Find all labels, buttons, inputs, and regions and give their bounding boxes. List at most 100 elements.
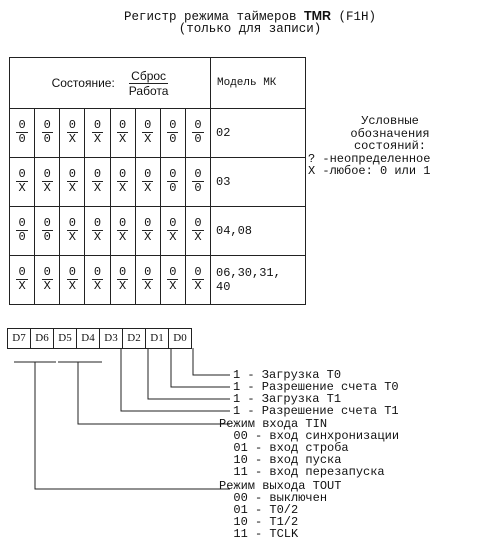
model-header: Модель МК xyxy=(210,57,306,109)
work-value: X xyxy=(194,279,202,293)
reset-work-fraction: Сброс Работа xyxy=(128,69,169,98)
desc-tin-01: 01 - вход строба xyxy=(219,441,349,455)
reset-value: 0 xyxy=(167,118,179,133)
model-cell: 02 xyxy=(210,108,306,158)
work-value: X xyxy=(118,230,127,244)
work-value: X xyxy=(118,279,127,293)
work-value: X xyxy=(144,230,152,244)
reset-value: 0 xyxy=(41,216,53,231)
desc-tout-10: 10 - T1/2 xyxy=(219,515,299,529)
work-label: Работа xyxy=(128,83,169,98)
legend-any: X -любое: 0 или 1 xyxy=(308,164,431,178)
reset-value: 0 xyxy=(192,265,204,280)
reset-value: 0 xyxy=(16,216,28,231)
work-value: 0 xyxy=(194,132,202,146)
reset-value: 0 xyxy=(41,118,53,133)
connector-tout xyxy=(34,362,230,490)
desc-tin-11: 11 - вход перезапуска xyxy=(219,465,385,479)
reset-value: 0 xyxy=(142,216,154,231)
legend-undefined: ? -неопределенное xyxy=(308,151,431,166)
work-value: X xyxy=(169,230,177,244)
reset-value: 0 xyxy=(116,167,129,182)
work-value: X xyxy=(118,181,127,195)
work-value: X xyxy=(169,279,177,293)
work-value: 0 xyxy=(194,181,202,195)
desc-tout-01: 01 - T0/2 xyxy=(219,503,299,517)
reset-value: 0 xyxy=(192,167,204,182)
desc-d2: 1 - Загрузка T1 xyxy=(233,392,342,406)
model-line: 40 xyxy=(216,280,231,294)
connector-d2 xyxy=(147,348,230,400)
reset-value: 0 xyxy=(91,118,104,133)
table-header-row: Состояние: Сброс Работа Модель МК xyxy=(9,57,306,109)
work-value: 0 xyxy=(43,132,51,146)
reset-value: 0 xyxy=(16,265,28,280)
legend-line: состояний: xyxy=(353,139,426,153)
reset-value: 0 xyxy=(192,216,204,231)
work-value: 0 xyxy=(43,230,51,244)
state-header: Состояние: Сброс Работа xyxy=(9,57,211,109)
desc-tin-00: 00 - вход синхронизации xyxy=(219,429,400,443)
title-address: (F1H) xyxy=(331,10,377,24)
desc-d1: 1 - Разрешение счета T0 xyxy=(233,380,399,394)
work-value: X xyxy=(144,132,152,146)
title-prefix: Регистр режима таймеров xyxy=(123,10,304,24)
desc-d3: 1 - Разрешение счета T1 xyxy=(233,404,399,418)
reset-value: 0 xyxy=(91,167,104,182)
reset-value: 0 xyxy=(66,216,78,231)
reset-label: Сброс xyxy=(128,69,169,84)
work-value: X xyxy=(93,279,102,293)
page-subtitle: (только для записи) xyxy=(178,22,322,36)
desc-tout-11: 11 - TCLK xyxy=(219,527,299,541)
model-cell: 03 xyxy=(210,157,306,207)
connector-tin xyxy=(77,362,230,425)
connector-d0 xyxy=(192,348,230,376)
bit-register: D7 D6 D5 D4 D3 D2 D1 D0 xyxy=(7,328,192,349)
connector-d1 xyxy=(170,348,230,388)
work-value: X xyxy=(144,181,152,195)
work-value: X xyxy=(68,230,76,244)
work-value: 0 xyxy=(18,132,26,146)
desc-tout-00: 00 - выключен xyxy=(219,491,328,505)
legend-line: Условные xyxy=(361,114,419,128)
reset-value: 0 xyxy=(16,167,28,182)
desc-d0: 1 - Загрузка T0 xyxy=(233,368,342,382)
title-register-name: TMR xyxy=(303,9,332,23)
desc-tin-10: 10 - вход пуска xyxy=(219,453,342,467)
work-value: X xyxy=(68,132,76,146)
